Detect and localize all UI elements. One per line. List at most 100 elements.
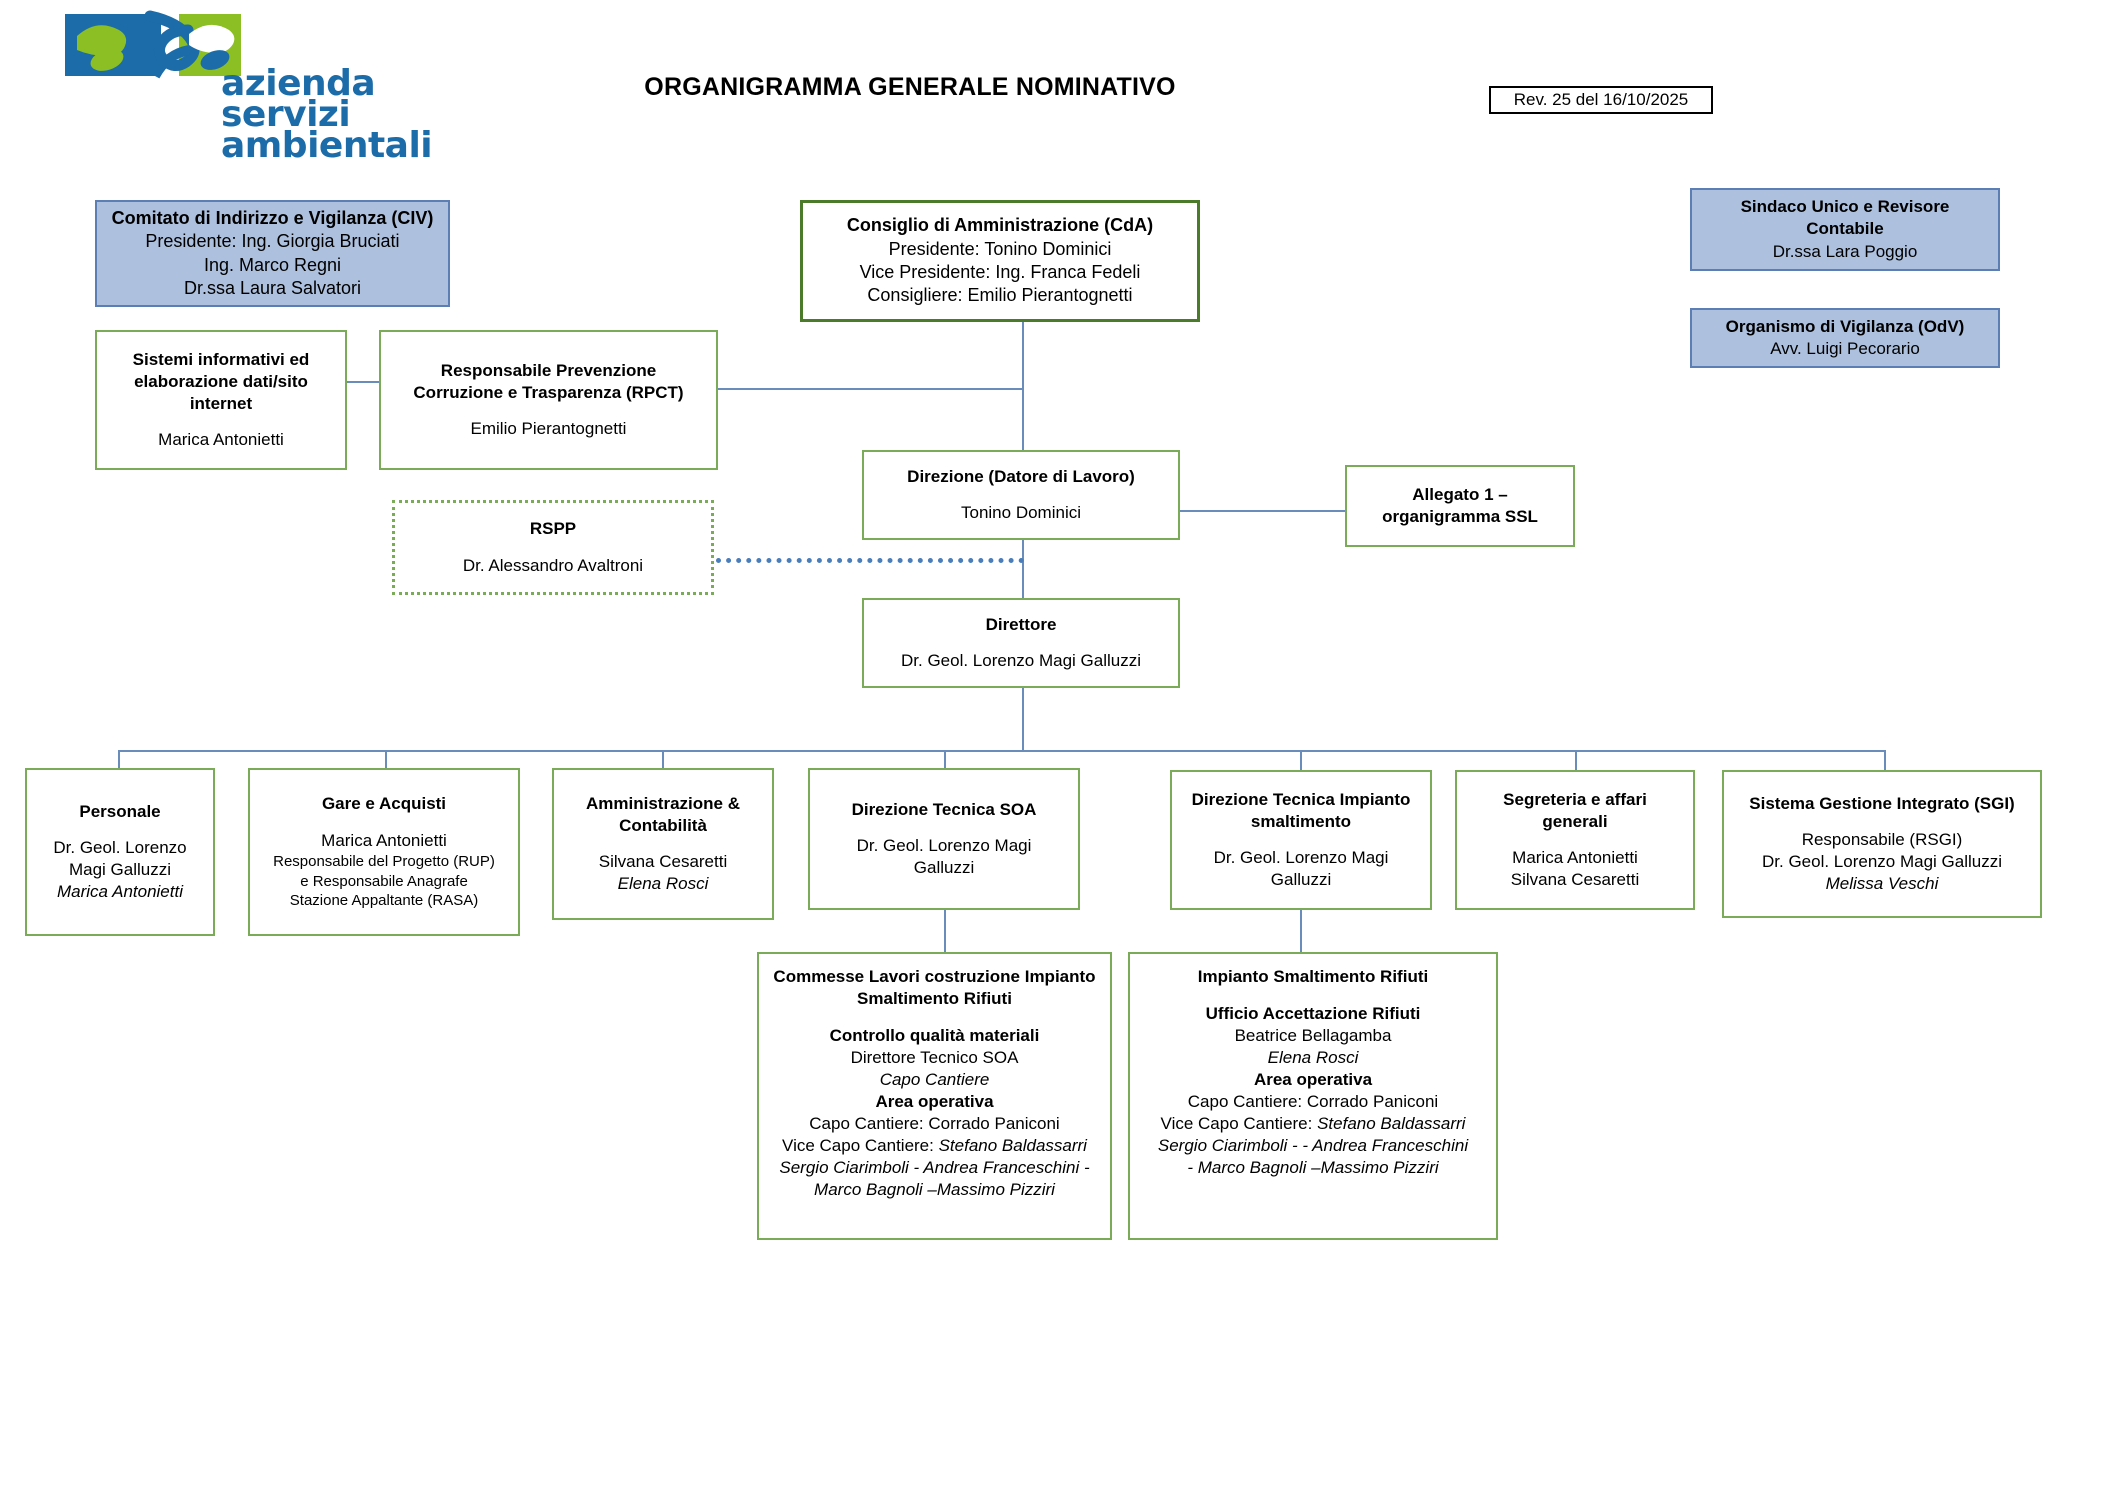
box-sgi-line1: Responsabile (RSGI) (1801, 830, 1963, 850)
box-sindaco-title-line2: Contabile (1806, 219, 1884, 239)
box-sistemi-title-line3: internet (189, 393, 253, 413)
connector-cda-down (1022, 322, 1024, 390)
box-dtimpianto-title-line1: Direzione Tecnica Impianto (1191, 789, 1411, 809)
box-personale-line1: Dr. Geol. Lorenzo (53, 838, 187, 858)
box-commesse-title-line2: Smaltimento Rifiuti (857, 989, 1012, 1009)
box-commesse-lavori[interactable]: Commesse Lavori costruzione Impianto Sma… (757, 952, 1112, 1240)
box-segreteria[interactable]: Segreteria e affari generali Marica Anto… (1455, 770, 1695, 910)
logo-word-servizi: servizi (221, 94, 351, 135)
box-gare-line2: Responsabile del Progetto (RUP) (273, 853, 495, 871)
box-impianto-sub2: Area operativa (1253, 1069, 1373, 1089)
box-civ[interactable]: Comitato di Indirizzo e Vigilanza (CIV) … (95, 200, 450, 307)
box-personale[interactable]: Personale Dr. Geol. Lorenzo Magi Galluzz… (25, 768, 215, 936)
box-gare-line1: Marica Antonietti (321, 830, 447, 850)
box-odv[interactable]: Organismo di Vigilanza (OdV) Avv. Luigi … (1690, 308, 2000, 368)
box-amministrazione-title-line2: Contabilità (619, 815, 707, 835)
box-rpct-line1: Emilio Pierantognetti (470, 419, 627, 439)
box-odv-title: Organismo di Vigilanza (OdV) (1725, 316, 1965, 336)
box-direzione-tecnica-impianto[interactable]: Direzione Tecnica Impianto smaltimento D… (1170, 770, 1432, 910)
box-allegato-title-line2: organigramma SSL (1382, 507, 1538, 526)
box-impianto-title: Impianto Smaltimento Rifiuti (1197, 967, 1429, 986)
box-commesse-line1: Direttore Tecnico SOA (850, 1047, 1019, 1067)
box-direttore-title: Direttore (985, 614, 1057, 634)
box-rspp-title: RSPP (529, 519, 577, 539)
page-title: ORGANIGRAMMA GENERALE NOMINATIVO (644, 73, 1176, 101)
box-rspp[interactable]: RSPP Dr. Alessandro Avaltroni (392, 500, 714, 595)
box-dtsoa-line1: Dr. Geol. Lorenzo Magi (856, 836, 1032, 856)
box-personale-title: Personale (79, 801, 161, 821)
box-sgi[interactable]: Sistema Gestione Integrato (SGI) Respons… (1722, 770, 2042, 918)
revision-badge: Rev. 25 del 16/10/2025 (1489, 86, 1713, 114)
box-allegato-1[interactable]: Allegato 1 – organigramma SSL (1345, 465, 1575, 547)
box-cda[interactable]: Consiglio di Amministrazione (CdA) Presi… (800, 200, 1200, 322)
box-rpct-title-line1: Responsabile Prevenzione (440, 360, 657, 380)
box-direttore-line1: Dr. Geol. Lorenzo Magi Galluzzi (901, 651, 1141, 671)
box-dtimpianto-line1: Dr. Geol. Lorenzo Magi (1213, 848, 1389, 868)
box-direzione-title: Direzione (Datore di Lavoro) (907, 466, 1135, 486)
logo-word-azienda: azienda (221, 63, 376, 104)
connector-sistemi-to-rpct (346, 381, 380, 383)
box-civ-line3: Dr.ssa Laura Salvatori (183, 277, 362, 298)
box-impianto-line6: - Marco Bagnoli –Massimo Pizziri (1187, 1158, 1439, 1178)
connector-spine-to-direzione (1022, 388, 1024, 456)
box-sistemi-title-line2: elaborazione dati/sito (134, 371, 308, 391)
box-rpct-title-line2: Corruzione e Trasparenza (RPCT) (413, 382, 684, 402)
box-impianto-line4: Vice Capo Cantiere: Stefano Baldassarri (1161, 1113, 1466, 1135)
box-rpct[interactable]: Responsabile Prevenzione Corruzione e Tr… (379, 330, 718, 470)
box-impianto-line5: Sergio Ciarimboli - - Andrea Franceschin… (1157, 1136, 1469, 1156)
box-cda-line1: Presidente: Tonino Dominici (888, 238, 1112, 259)
box-gare-title: Gare e Acquisti (321, 794, 447, 814)
asa-logo-mark (65, 10, 241, 79)
box-commesse-line5: Sergio Ciarimboli - Andrea Franceschini … (779, 1158, 1090, 1178)
box-personale-line3: Marica Antonietti (57, 882, 183, 902)
box-cda-title: Consiglio di Amministrazione (CdA) (846, 215, 1154, 236)
box-segreteria-title-line2: generali (1542, 811, 1608, 831)
box-civ-line2: Ing. Marco Regni (203, 254, 342, 275)
box-sindaco-line1: Dr.ssa Lara Poggio (1772, 241, 1918, 261)
connector-direzione-to-allegato (1178, 510, 1346, 512)
box-impianto-line2: Elena Rosci (1267, 1047, 1359, 1067)
connector-distribution-bus (118, 750, 1884, 752)
box-allegato-title-line1: Allegato 1 – (1412, 484, 1508, 504)
box-dtsoa-title: Direzione Tecnica SOA (851, 799, 1037, 819)
connector-dtsoa-to-commesse (944, 910, 946, 954)
box-amministrazione-contabilita[interactable]: Amministrazione & Contabilità Silvana Ce… (552, 768, 774, 920)
box-direzione[interactable]: Direzione (Datore di Lavoro) Tonino Domi… (862, 450, 1180, 540)
connector-rpct-to-spine (718, 388, 1024, 390)
box-sindaco-title-line1: Sindaco Unico e Revisore (1740, 197, 1950, 217)
box-cda-line2: Vice Presidente: Ing. Franca Fedeli (859, 262, 1141, 282)
box-sgi-line3: Melissa Veschi (1825, 874, 1939, 894)
box-civ-line1: Presidente: Ing. Giorgia Bruciati (145, 231, 400, 252)
box-impianto-line4-prefix: Vice Capo Cantiere: (1160, 1114, 1318, 1133)
box-commesse-line6: Marco Bagnoli –Massimo Pizziri (814, 1180, 1055, 1200)
box-segreteria-title-line1: Segreteria e affari (1503, 789, 1647, 809)
box-civ-title: Comitato di Indirizzo e Vigilanza (CIV) (111, 207, 434, 228)
box-gare-line4: Stazione Appaltante (RASA) (289, 892, 479, 910)
connector-rspp-dotted (716, 558, 1024, 563)
box-dtsoa-line2: Galluzzi (913, 858, 975, 878)
box-amministrazione-title-line1: Amministrazione & (586, 793, 740, 813)
box-gare-line3: e Responsabile Anagrafe (300, 872, 468, 890)
box-segreteria-line1: Marica Antonietti (1512, 848, 1638, 868)
box-sistemi-informativi[interactable]: Sistemi informativi ed elaborazione dati… (95, 330, 347, 470)
box-direzione-tecnica-soa[interactable]: Direzione Tecnica SOA Dr. Geol. Lorenzo … (808, 768, 1080, 910)
box-impianto-line4-name: Stefano Baldassarri (1317, 1114, 1466, 1133)
box-amministrazione-line1: Silvana Cesaretti (598, 852, 728, 872)
box-sistemi-line1: Marica Antonietti (158, 430, 284, 450)
box-sindaco-unico[interactable]: Sindaco Unico e Revisore Contabile Dr.ss… (1690, 188, 2000, 271)
box-sgi-title: Sistema Gestione Integrato (SGI) (1749, 793, 2015, 813)
box-impianto-smaltimento[interactable]: Impianto Smaltimento Rifiuti Ufficio Acc… (1128, 952, 1498, 1240)
box-odv-line1: Avv. Luigi Pecorario (1770, 339, 1920, 358)
box-commesse-line3: Capo Cantiere: Corrado Paniconi (809, 1114, 1060, 1133)
box-impianto-line1: Beatrice Bellagamba (1234, 1025, 1392, 1045)
box-direttore[interactable]: Direttore Dr. Geol. Lorenzo Magi Galluzz… (862, 598, 1180, 688)
box-segreteria-line2: Silvana Cesaretti (1510, 870, 1640, 890)
box-direzione-line1: Tonino Dominici (961, 503, 1081, 523)
logo-word-ambientali: ambientali (221, 125, 433, 166)
box-impianto-sub1: Ufficio Accettazione Rifiuti (1205, 1003, 1421, 1023)
connector-direzione-to-direttore (1022, 540, 1024, 600)
box-gare-acquisti[interactable]: Gare e Acquisti Marica Antonietti Respon… (248, 768, 520, 936)
box-commesse-line4-name: Stefano Baldassarri (938, 1136, 1087, 1156)
box-sgi-line2: Dr. Geol. Lorenzo Magi Galluzzi (1762, 852, 2002, 872)
